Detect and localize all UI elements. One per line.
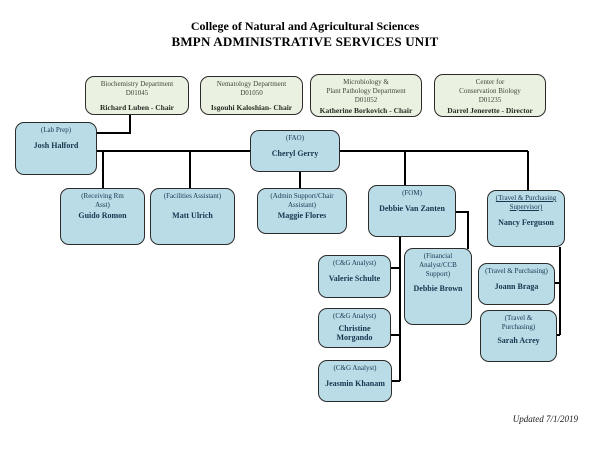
name-label: Jeasmin Khanam (325, 378, 385, 388)
dept-name-line2: Conservation Biology (459, 87, 521, 96)
name-label: Cheryl Gerry (271, 148, 319, 158)
title-line-2: BMPN ADMINISTRATIVE SERVICES UNIT (171, 34, 439, 49)
staff-box-joann-braga: (Travel & Purchasing) Joann Braga (478, 263, 555, 305)
dept-box-microbiology-plant-pathology: Microbiology & Plant Pathology Departmen… (310, 74, 422, 117)
name-label: Debbie Brown (413, 284, 463, 294)
name-label: Valerie Schulte (328, 273, 381, 283)
page-title: College of Natural and Agricultural Scie… (10, 19, 600, 50)
staff-box-nancy-ferguson: (Travel & Purchasing Supervisor) Nancy F… (487, 190, 565, 247)
dept-box-nematology: Nematology Department D01050 Isgouhi Kal… (200, 76, 303, 115)
name-label: Debbie Van Zanten (379, 203, 445, 213)
dept-code: D01050 (240, 89, 263, 98)
staff-box-sarah-acrey: (Travel & Purchasing) Sarah Acrey (480, 310, 557, 362)
role-label: (Admin Support/Chair Assistant) (270, 192, 334, 209)
staff-box-jeasmin-khanam: (C&G Analyst) Jeasmin Khanam (318, 360, 392, 402)
role-label: (Travel & Purchasing Supervisor) (495, 194, 557, 211)
staff-box-christine-morgando: (C&G Analyst) Christine Morgando (318, 308, 391, 348)
dept-head: Darrel Jenerette - Director (447, 106, 533, 116)
updated-note: Updated 7/1/2019 (512, 414, 578, 424)
connector-biochem-to-josh (97, 115, 131, 134)
role-label: (FAO) (285, 134, 305, 142)
role-label: (FOM) (402, 189, 422, 197)
name-label: Nancy Ferguson (498, 217, 554, 227)
dept-name: Center for (475, 78, 505, 86)
staff-box-josh-halford: (Lab Prep) Josh Halford (15, 122, 97, 175)
title-line-1: College of Natural and Agricultural Scie… (190, 19, 420, 33)
staff-box-matt-ulrich: (Facilities Assistant) Matt Ulrich (150, 188, 235, 245)
role-label: (C&G Analyst) (333, 312, 376, 320)
name-label: Joann Braga (494, 281, 539, 291)
dept-code: D01045 (125, 89, 149, 98)
staff-box-debbie-brown: (Financial Analyst/CCB Support) Debbie B… (404, 248, 472, 325)
staff-box-maggie-flores: (Admin Support/Chair Assistant) Maggie F… (257, 188, 347, 234)
role-label: (Travel & Purchasing) (501, 314, 536, 331)
name-label: Sarah Acrey (497, 335, 540, 345)
role-label: (C&G Analyst) (333, 364, 377, 372)
staff-box-valerie-schulte: (C&G Analyst) Valerie Schulte (318, 255, 391, 298)
dept-code: D01235 (478, 96, 502, 105)
role-label: (Travel & Purchasing) (485, 267, 548, 275)
dept-head: Richard Luben - Chair (100, 103, 174, 113)
name-label: Christine Morgando (336, 323, 373, 343)
dept-name: Nematology Department (216, 80, 287, 88)
staff-box-cheryl-gerry: (FAO) Cheryl Gerry (250, 130, 340, 172)
role-label: (C&G Analyst) (333, 259, 376, 267)
dept-name: Biochemistry Department (100, 80, 174, 88)
role-label: (Financial Analyst/CCB Support) (419, 252, 457, 278)
dept-name-line2: Plant Pathology Department (326, 87, 406, 96)
dept-head: Isgouhi Kaloshian- Chair (210, 103, 293, 113)
staff-box-debbie-van-zanten: (FOM) Debbie Van Zanten (368, 185, 456, 237)
name-label: Matt Ulrich (172, 210, 213, 220)
dept-code: D01052 (354, 96, 378, 105)
connector-debbie-vz-to-debbie-brown (456, 211, 469, 249)
name-label: Josh Halford (33, 140, 79, 150)
dept-box-center-conservation-biology: Center for Conservation Biology D01235 D… (434, 74, 546, 117)
dept-name: Microbiology & (343, 78, 389, 86)
dept-box-biochemistry: Biochemistry Department D01045 Richard L… (85, 76, 189, 115)
role-label: (Lab Prep) (40, 126, 72, 134)
dept-head: Katherine Borkovich - Chair (319, 106, 413, 116)
role-label: (Receiving Rm Asst) (81, 192, 124, 209)
name-label: Maggie Flores (277, 210, 327, 220)
name-label: Guido Romon (78, 210, 127, 220)
role-label: (Facilities Assistant) (163, 192, 222, 200)
staff-box-guido-romon: (Receiving Rm Asst) Guido Romon (60, 188, 145, 245)
